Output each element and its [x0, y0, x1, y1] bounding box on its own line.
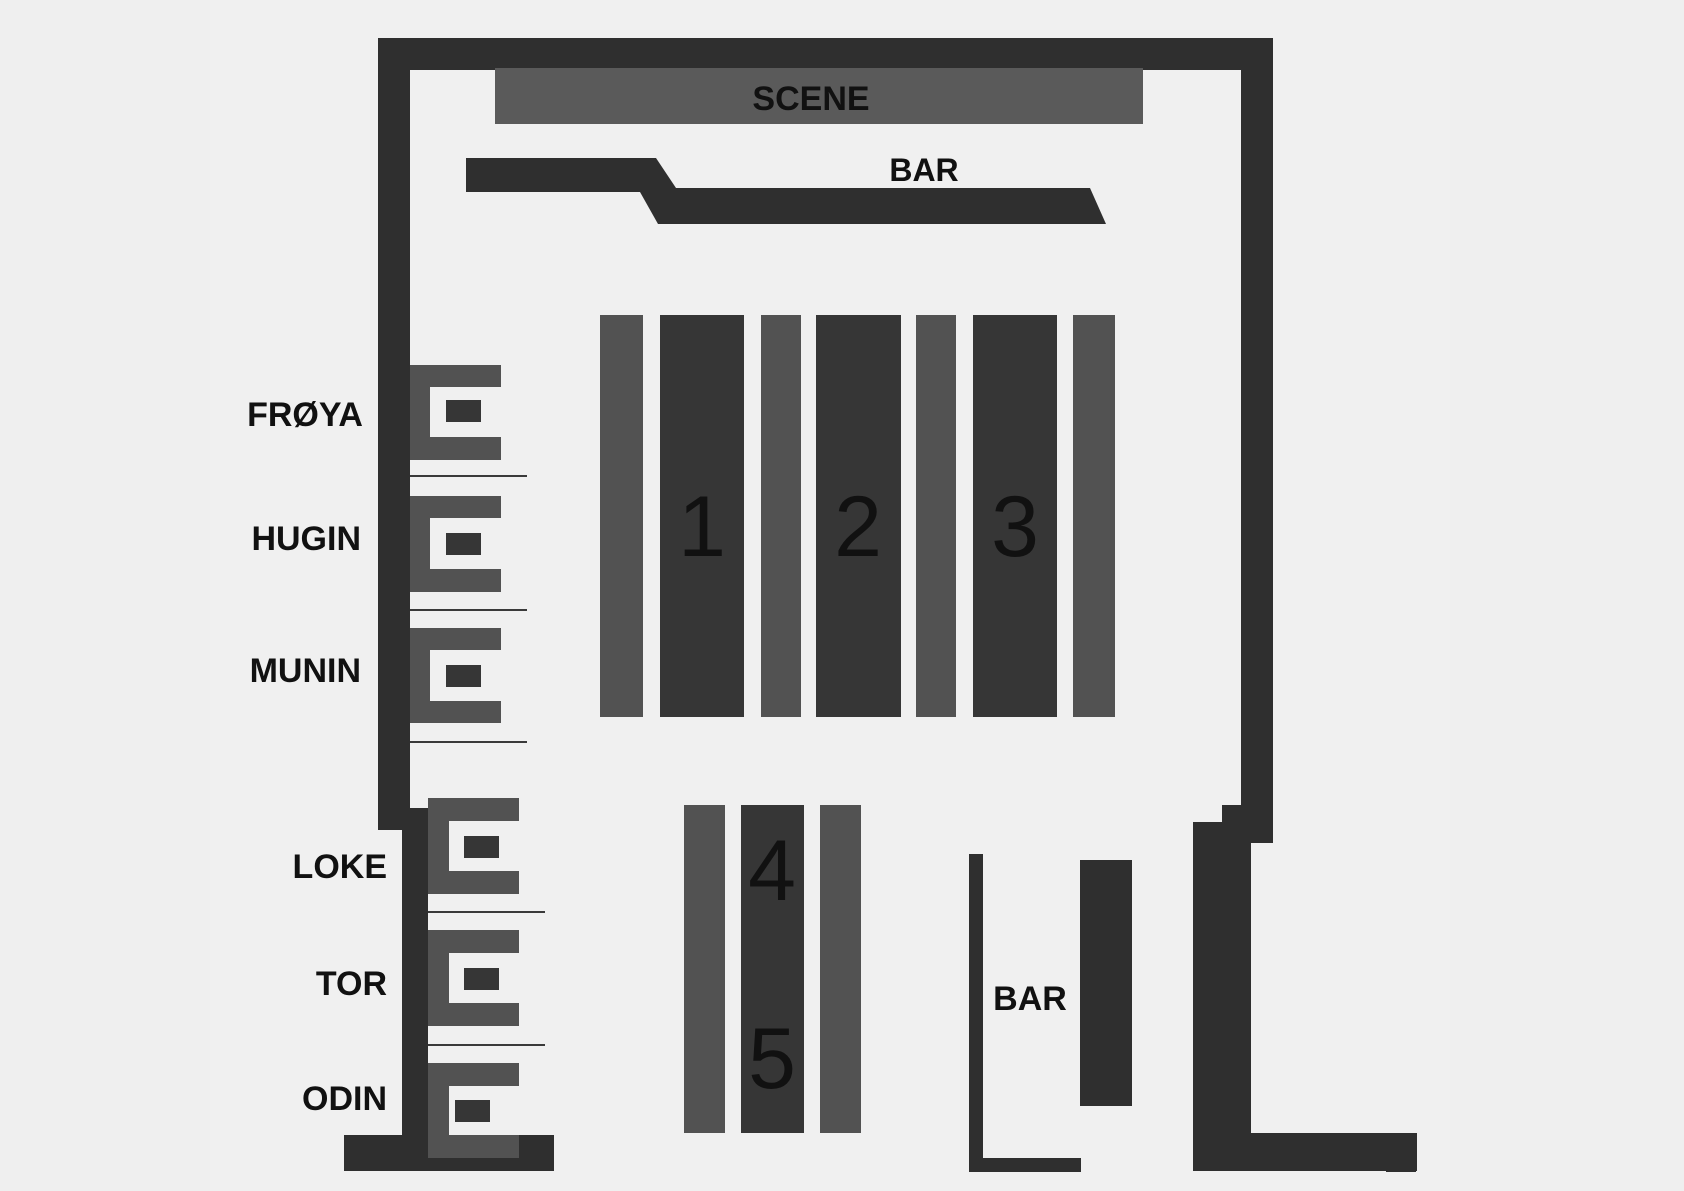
- wall-top: [378, 38, 1273, 70]
- booth-label-loke: LOKE: [293, 848, 387, 886]
- booth-tor[interactable]: TOR: [316, 930, 545, 1046]
- booth-seat: [428, 930, 519, 1026]
- booth-odin[interactable]: ODIN: [302, 1063, 519, 1158]
- stage-platform: [495, 68, 1143, 124]
- bar-bottom: BAR: [969, 854, 1132, 1172]
- wall-corner-tab: [1386, 1160, 1416, 1172]
- table-5-number: 5: [748, 1011, 796, 1107]
- bar-bottom-rail: [969, 854, 983, 1172]
- booth-label-tor: TOR: [316, 965, 387, 1003]
- booth-table: [464, 968, 499, 990]
- bench: [761, 315, 801, 717]
- booth-froya[interactable]: FRØYA: [247, 365, 527, 477]
- booth-label-hugin: HUGIN: [251, 520, 361, 558]
- table-3[interactable]: [973, 315, 1057, 717]
- booth-seat: [410, 496, 501, 592]
- table-group-lower: 4 5: [684, 805, 861, 1133]
- booth-loke[interactable]: LOKE: [293, 798, 545, 913]
- bar-bottom-counter: [1080, 860, 1132, 1106]
- stage: SCENE: [495, 68, 1143, 124]
- wall-right-lower: [1193, 822, 1251, 1171]
- table-group-upper: 1 2 3: [600, 315, 1115, 717]
- booth-table: [446, 400, 481, 422]
- table-4-5[interactable]: [741, 805, 804, 1133]
- table-1-number: 1: [678, 479, 726, 575]
- walls: [344, 38, 1417, 1172]
- bench: [684, 805, 725, 1133]
- table-4-number: 4: [748, 823, 796, 919]
- bench: [1073, 315, 1115, 717]
- booth-table: [446, 533, 481, 555]
- table-1[interactable]: [660, 315, 744, 717]
- booth-seat: [428, 798, 519, 894]
- wall-right-upper: [1241, 38, 1273, 843]
- booth-seat: [428, 1063, 519, 1158]
- table-3-number: 3: [991, 479, 1039, 575]
- table-2-number: 2: [834, 479, 882, 575]
- booth-label-odin: ODIN: [302, 1080, 387, 1118]
- bar-bottom-rail-foot: [969, 1158, 1081, 1172]
- bench: [820, 805, 861, 1133]
- booth-seat: [410, 628, 501, 723]
- wall-left-lower: [402, 808, 428, 1138]
- bench: [916, 315, 956, 717]
- booth-table: [455, 1100, 490, 1122]
- table-2[interactable]: [816, 315, 901, 717]
- booth-munin[interactable]: MUNIN: [250, 628, 527, 743]
- wall-left-upper: [378, 38, 410, 828]
- wall-bottom-right: [1193, 1133, 1417, 1171]
- bar-bottom-label: BAR: [993, 980, 1067, 1018]
- bench: [600, 315, 643, 717]
- bar-top-label: BAR: [889, 152, 958, 188]
- booth-seat: [410, 365, 501, 460]
- booth-label-munin: MUNIN: [250, 652, 361, 690]
- bar-top-counter: [466, 158, 1106, 224]
- booth-label-froya: FRØYA: [247, 396, 363, 434]
- booth-table: [464, 836, 499, 858]
- stage-label: SCENE: [752, 80, 869, 118]
- bar-top: BAR: [466, 152, 1106, 224]
- booth-table: [446, 665, 481, 687]
- booth-hugin[interactable]: HUGIN: [251, 496, 527, 611]
